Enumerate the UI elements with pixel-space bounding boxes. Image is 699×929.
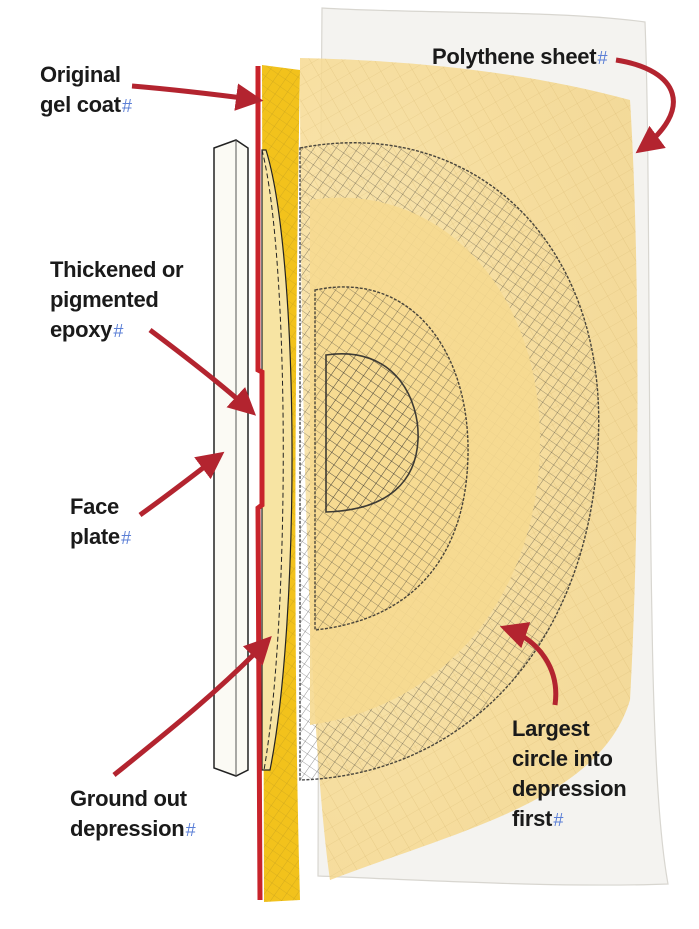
paragraph-mark: # (120, 528, 131, 548)
label-line: plate (70, 524, 120, 549)
paragraph-mark: # (185, 820, 196, 840)
gel-coat-line (255, 66, 265, 901)
arrow-gel-coat (131, 83, 264, 111)
smallest-circle-pad (325, 353, 419, 513)
arrow-ground-out-depression (112, 636, 272, 777)
label-line: Largest (512, 716, 590, 741)
label-thickened-epoxy: Thickened or pigmented epoxy# (50, 255, 184, 346)
label-line: Face (70, 494, 119, 519)
label-line: Ground out (70, 786, 187, 811)
label-line: depression (512, 776, 627, 801)
label-ground-out-depression: Ground out depression# (70, 784, 195, 845)
label-line: depression (70, 816, 185, 841)
arrow-largest-circle (499, 622, 559, 706)
label-largest-circle: Largest circle into depression first# (512, 714, 627, 835)
arrow-thickened-epoxy (148, 328, 257, 416)
paragraph-mark: # (113, 321, 123, 341)
paragraph-mark: # (121, 96, 132, 116)
paragraph-mark: # (597, 48, 607, 68)
label-line: Thickened or (50, 257, 184, 282)
ground-out-depression (261, 149, 293, 771)
label-line: Original (40, 62, 121, 87)
label-original-gel-coat: Original gel coat# (40, 60, 132, 121)
label-line: Polythene sheet (432, 44, 597, 69)
label-face-plate: Face plate# (70, 492, 131, 553)
label-line: pigmented (50, 287, 159, 312)
label-line: first (512, 806, 553, 831)
arrow-face-plate (138, 451, 225, 518)
label-line: circle into (512, 746, 613, 771)
arrow-polythene-sheet (615, 57, 676, 154)
label-line: epoxy (50, 317, 113, 342)
paragraph-mark: # (553, 810, 563, 830)
label-line: gel coat (40, 92, 121, 117)
label-polythene-sheet: Polythene sheet# (432, 42, 607, 73)
